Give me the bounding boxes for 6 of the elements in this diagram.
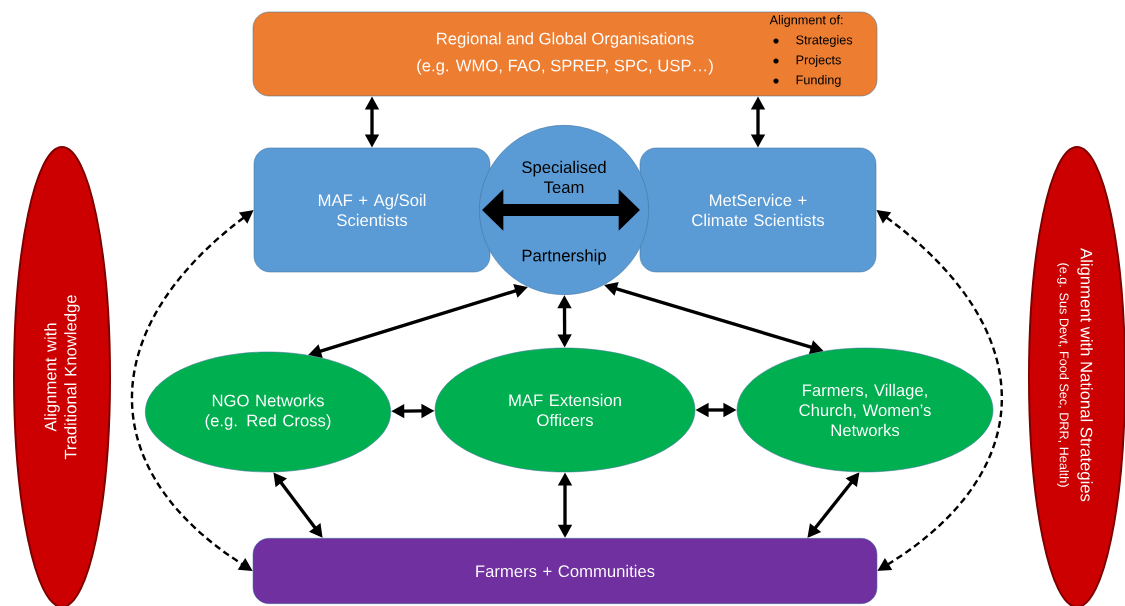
alignment-oval: Alignment with National Strategies (e.g. Sus Devt, Food Sec, DRR, Health) <box>1028 146 1125 606</box>
org-box: Regional and Global Organisations (e.g. WMO, FAO, SPREP, SPC, USP…) Alignment of: Strategies Projects Funding <box>252 11 878 97</box>
community-box: Farmers + Communities <box>252 538 878 604</box>
alignment-oval: Alignment with Traditional Knowledge <box>13 146 111 606</box>
process-box: MAF + Ag/Soil Scientists <box>253 147 491 273</box>
process-box: MetService + Climate Scientists <box>639 147 877 273</box>
